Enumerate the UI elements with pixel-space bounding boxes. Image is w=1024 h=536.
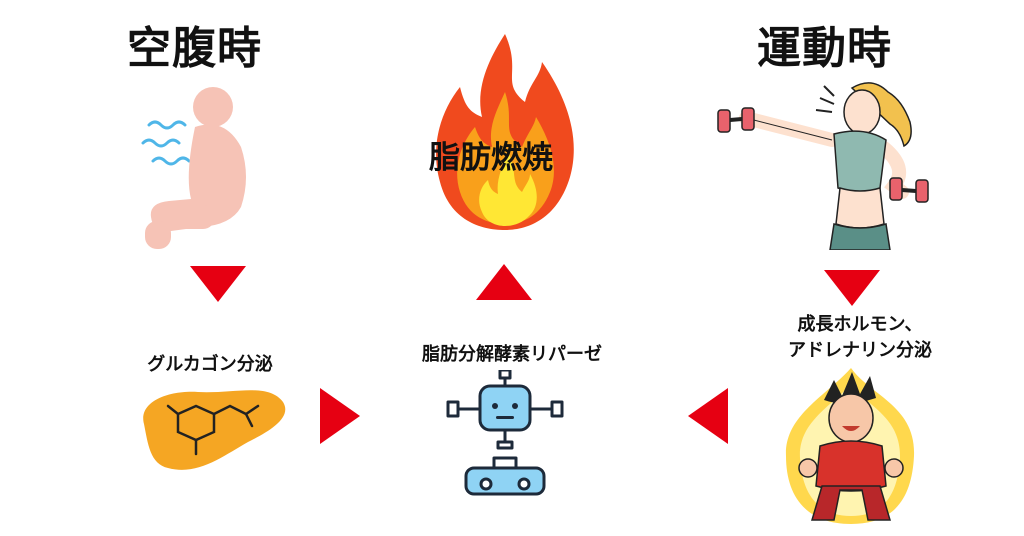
glucagon-label: グルカゴン分泌 <box>147 354 273 375</box>
arrow-up-center <box>476 264 532 300</box>
arrow-left-right <box>688 388 728 444</box>
title-fasting: 空腹時 <box>127 23 262 74</box>
hungry-person-illustration <box>135 85 275 255</box>
exercise-woman-illustration <box>712 78 942 250</box>
fire-illustration <box>430 32 580 232</box>
arrow-down-right <box>824 270 880 306</box>
powered-up-man-illustration <box>776 366 926 526</box>
lipase-label: 脂肪分解酵素リパーゼ <box>422 344 602 365</box>
lipase-robot-illustration <box>440 370 570 500</box>
fat-burning-label: 脂肪燃焼 <box>429 140 553 176</box>
arrow-right-left <box>320 388 360 444</box>
hormone-label-line1: 成長ホルモン、 <box>797 314 923 335</box>
hormone-label-line2: アドレナリン分泌 <box>788 340 932 361</box>
title-exercise: 運動時 <box>757 23 892 74</box>
arrow-down-left <box>190 266 246 302</box>
glucagon-molecule-illustration <box>138 384 288 474</box>
